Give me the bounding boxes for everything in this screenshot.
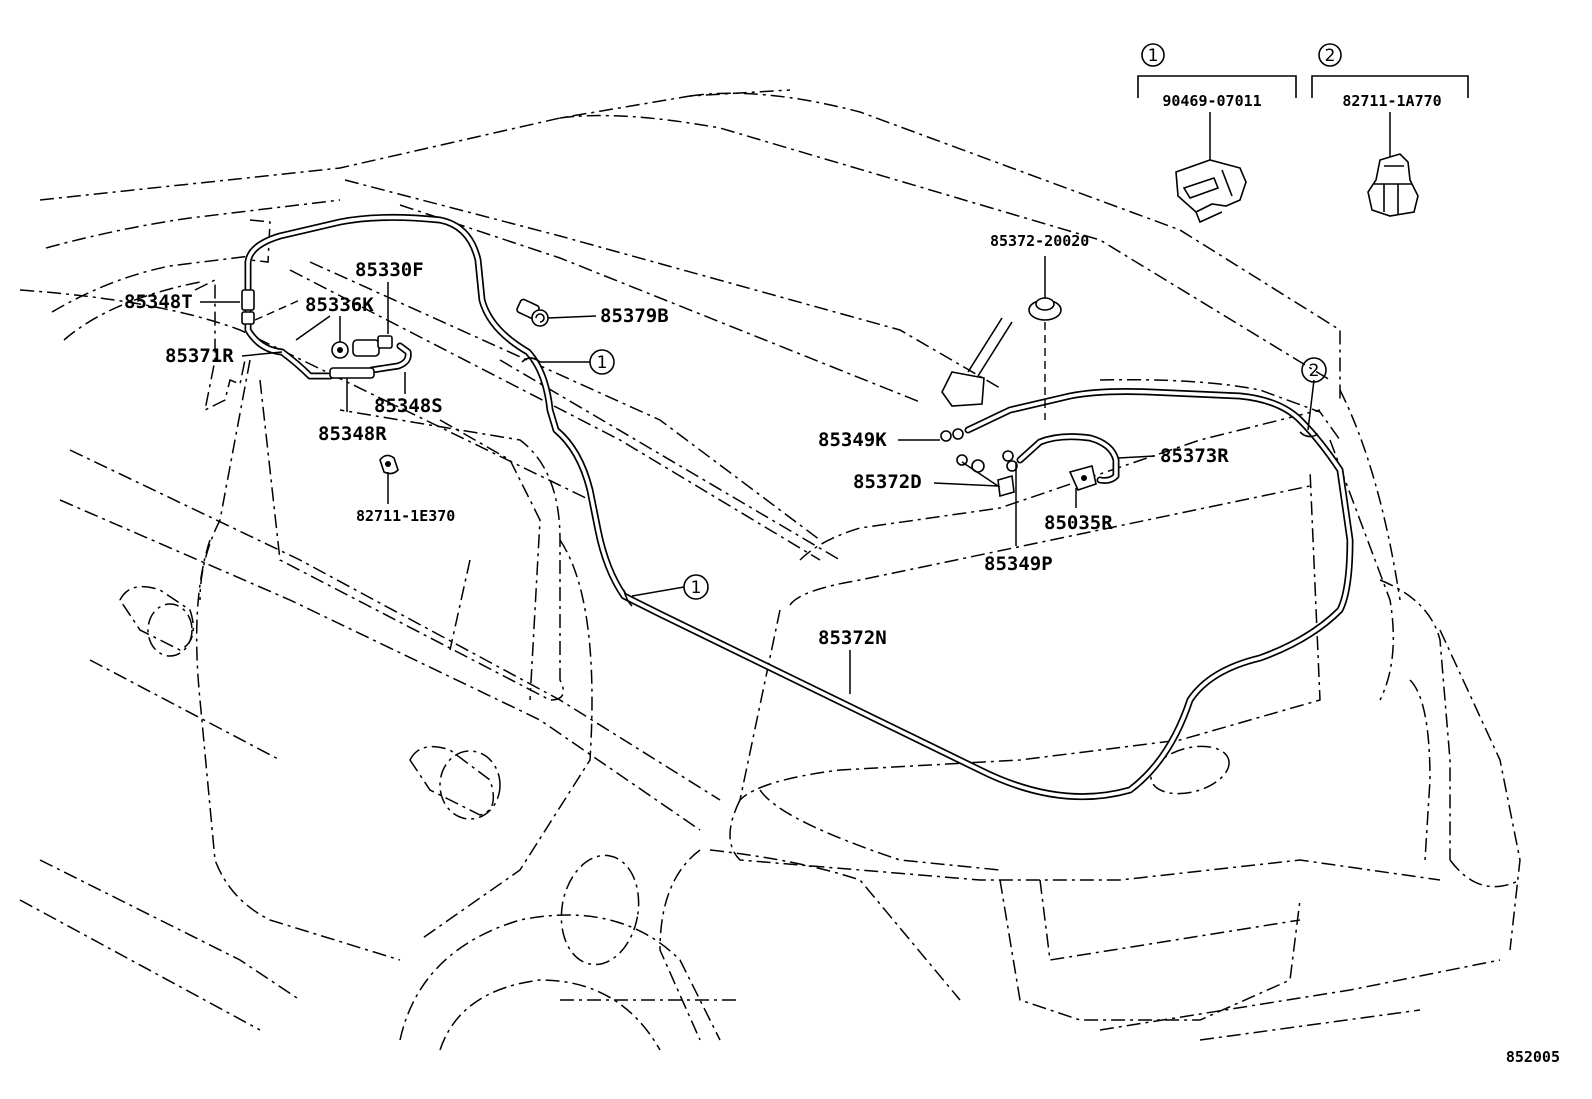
clip-90469-07011-illustration	[1175, 159, 1247, 224]
label-85348T: 85348T	[124, 291, 193, 313]
hose-clip-ref1-a	[521, 357, 541, 363]
components	[241, 289, 1319, 607]
label-85372D: 85372D	[853, 471, 922, 493]
clip-82711-1E370	[379, 454, 399, 475]
leader-lines	[200, 256, 1315, 694]
clip-85379B	[516, 298, 549, 327]
ref-label-1b: 1	[691, 578, 702, 598]
clip-82711-1A770-illustration	[1367, 153, 1419, 217]
label-85379B: 85379B	[600, 305, 669, 327]
clip-reference-markers: 1 1 2	[589, 349, 1327, 600]
wiper-arm	[941, 317, 1013, 407]
diagram-id: 852005	[1506, 1048, 1560, 1066]
label-85349P: 85349P	[984, 553, 1053, 575]
label-85330F: 85330F	[355, 259, 424, 281]
label-85372N: 85372N	[818, 627, 887, 649]
label-85348S: 85348S	[374, 395, 443, 417]
hose-clip-ref1-b	[623, 589, 633, 607]
nozzle-85372D	[956, 454, 1015, 498]
legend-ref-circle-2	[1318, 43, 1342, 67]
clip-legend: 1 2 90469-07011 82711-1A770	[1137, 43, 1469, 224]
grommet-85372-20020	[1028, 297, 1062, 420]
legend-part-82711-1A770: 82711-1A770	[1342, 92, 1441, 110]
label-85348R: 85348R	[318, 423, 387, 445]
label-85372-20020: 85372-20020	[990, 232, 1089, 250]
legend-part-90469-07011: 90469-07011	[1162, 92, 1261, 110]
label-85373R: 85373R	[1160, 445, 1229, 467]
ref-circle-2	[1301, 357, 1327, 383]
hose-clip-ref2	[1299, 431, 1319, 438]
ref-circle-1a	[589, 349, 615, 375]
joint-85349P	[1002, 450, 1018, 472]
legend-ref-2: 2	[1325, 46, 1336, 66]
label-82711-1E370: 82711-1E370	[356, 507, 455, 525]
ref-circle-1b	[683, 574, 709, 600]
label-85035R: 85035R	[1044, 512, 1113, 534]
legend-ref-1: 1	[1148, 46, 1159, 66]
label-85371R: 85371R	[165, 345, 234, 367]
ref-label-1a: 1	[597, 353, 608, 373]
nozzle-85035R	[1068, 465, 1097, 491]
joint-85349K	[940, 428, 964, 442]
part-labels: 85330F 85348T 85336K 85371R 85379B 85348…	[124, 232, 1229, 649]
ref-label-2: 2	[1309, 361, 1320, 381]
washer-hose-route	[244, 213, 1354, 801]
label-85349K: 85349K	[818, 429, 887, 451]
vehicle-body-outline	[19, 89, 1521, 1051]
joint-85348R	[329, 367, 375, 379]
check-valve-85330F	[352, 339, 380, 357]
legend-ref-circle-1	[1141, 43, 1165, 67]
joint-85348T	[241, 289, 255, 311]
label-85336K: 85336K	[305, 294, 374, 316]
